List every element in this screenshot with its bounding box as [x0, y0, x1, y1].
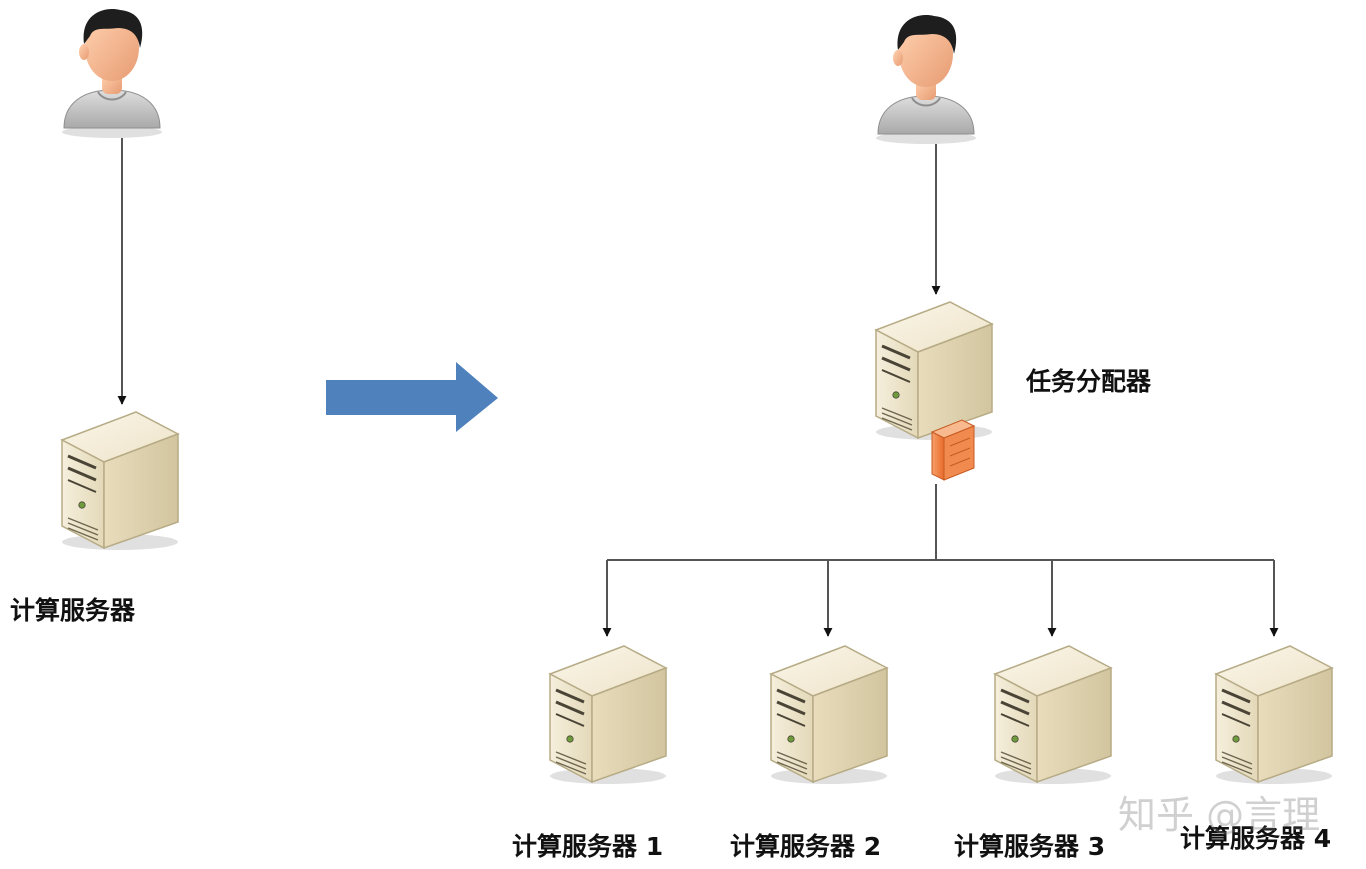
server-icon [993, 644, 1113, 786]
server-icon [60, 410, 180, 552]
user-icon [875, 14, 977, 145]
transition-arrow [326, 362, 498, 432]
firewall-icon [930, 419, 976, 481]
server-icon [1214, 644, 1334, 786]
server-1-label: 计算服务器 1 [512, 832, 664, 861]
server-2-label: 计算服务器 2 [730, 832, 882, 861]
left-server-label: 计算服务器 [10, 596, 136, 625]
dispatcher-label: 任务分配器 [1026, 367, 1152, 396]
server-4-label: 计算服务器 4 [1180, 824, 1332, 853]
server-icon [548, 644, 668, 786]
server-3-label: 计算服务器 3 [954, 832, 1106, 861]
dispatcher-server [874, 300, 994, 481]
user-icon [61, 8, 163, 139]
watermark: 知乎 @言理 [1118, 793, 1321, 837]
fanout-connectors [602, 484, 1279, 637]
server-icon [769, 644, 889, 786]
server-icon [874, 300, 994, 442]
